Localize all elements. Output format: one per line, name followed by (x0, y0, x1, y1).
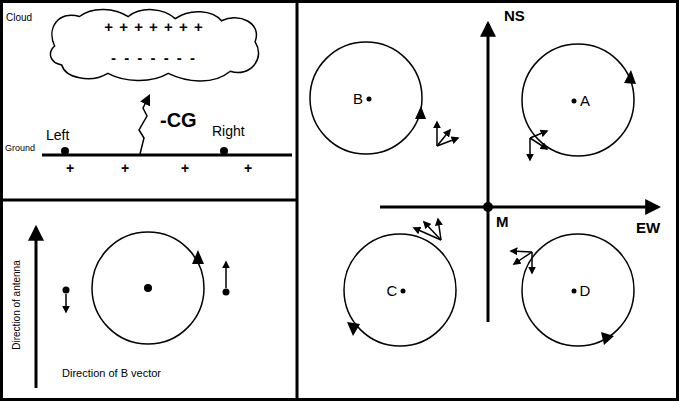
center-dot (401, 289, 406, 294)
b-vector-arrow (437, 138, 458, 146)
point-letter: B (353, 91, 363, 106)
charge-sign: + (66, 161, 74, 175)
station-dot (61, 147, 69, 155)
cloud-outline (44, 6, 264, 86)
field-circle (522, 44, 634, 156)
b-vector-arrow (531, 252, 533, 273)
rotation-arrow (192, 250, 204, 264)
origin-dot (483, 202, 493, 212)
field-circle: A (520, 42, 636, 158)
cloud-shape: + + + + + + + - - - - - - - (44, 6, 264, 86)
ground-line (42, 154, 292, 157)
station-dot (223, 289, 230, 296)
ns-axis (487, 24, 490, 322)
charge-row: + + + + + + + (104, 19, 203, 34)
station-label: Left (46, 128, 69, 142)
cloud-shape (50, 9, 258, 81)
field-circle: D (520, 232, 636, 348)
discharge-label: -CG (160, 110, 197, 130)
circle-outline (308, 40, 424, 156)
station-label: Right (212, 124, 245, 138)
panel-divider (0, 199, 297, 202)
rotation-arrow (347, 322, 360, 336)
point-letter: D (580, 283, 591, 298)
lightning-channel (139, 96, 149, 154)
field-circle (310, 42, 422, 154)
axis-label: EW (636, 220, 660, 235)
b-vector-arrow (436, 122, 438, 146)
ground-label: Ground (5, 144, 35, 153)
axis-caption: Direction of antenna (12, 260, 22, 350)
field-circle (344, 234, 456, 346)
station-dot (220, 147, 228, 155)
station-dot (63, 287, 70, 294)
circle-outline (520, 42, 636, 158)
field-circle: B (308, 40, 424, 156)
charge-sign: + (244, 161, 252, 175)
b-vector-arrow (511, 251, 532, 252)
b-vector-arrow (225, 262, 227, 288)
center-dot (367, 97, 372, 102)
field-circle: C (342, 232, 458, 348)
b-vector-arrow (414, 228, 441, 240)
field-circle (522, 234, 634, 346)
circle-outline (342, 232, 458, 348)
origin-label: M (496, 214, 509, 229)
point-letter: C (387, 283, 398, 298)
axis-caption: Direction of B vector (62, 368, 161, 379)
center-dot (572, 289, 577, 294)
point-letter: A (580, 93, 590, 108)
b-vector-arrow (438, 219, 441, 240)
circle-outline (520, 232, 636, 348)
charge-sign: + (121, 161, 129, 175)
ew-axis (380, 206, 658, 209)
center-dot (144, 284, 152, 292)
cloud-label: Cloud (6, 13, 32, 23)
antenna-arrow (35, 228, 38, 388)
b-vector-arrow (529, 138, 531, 160)
axis-label: NS (504, 8, 525, 23)
b-vector-arrow (65, 294, 67, 312)
charge-row: - - - - - - - (111, 50, 197, 65)
center-dot (572, 99, 577, 104)
charge-sign: + (181, 161, 189, 175)
field-circle (92, 232, 204, 344)
